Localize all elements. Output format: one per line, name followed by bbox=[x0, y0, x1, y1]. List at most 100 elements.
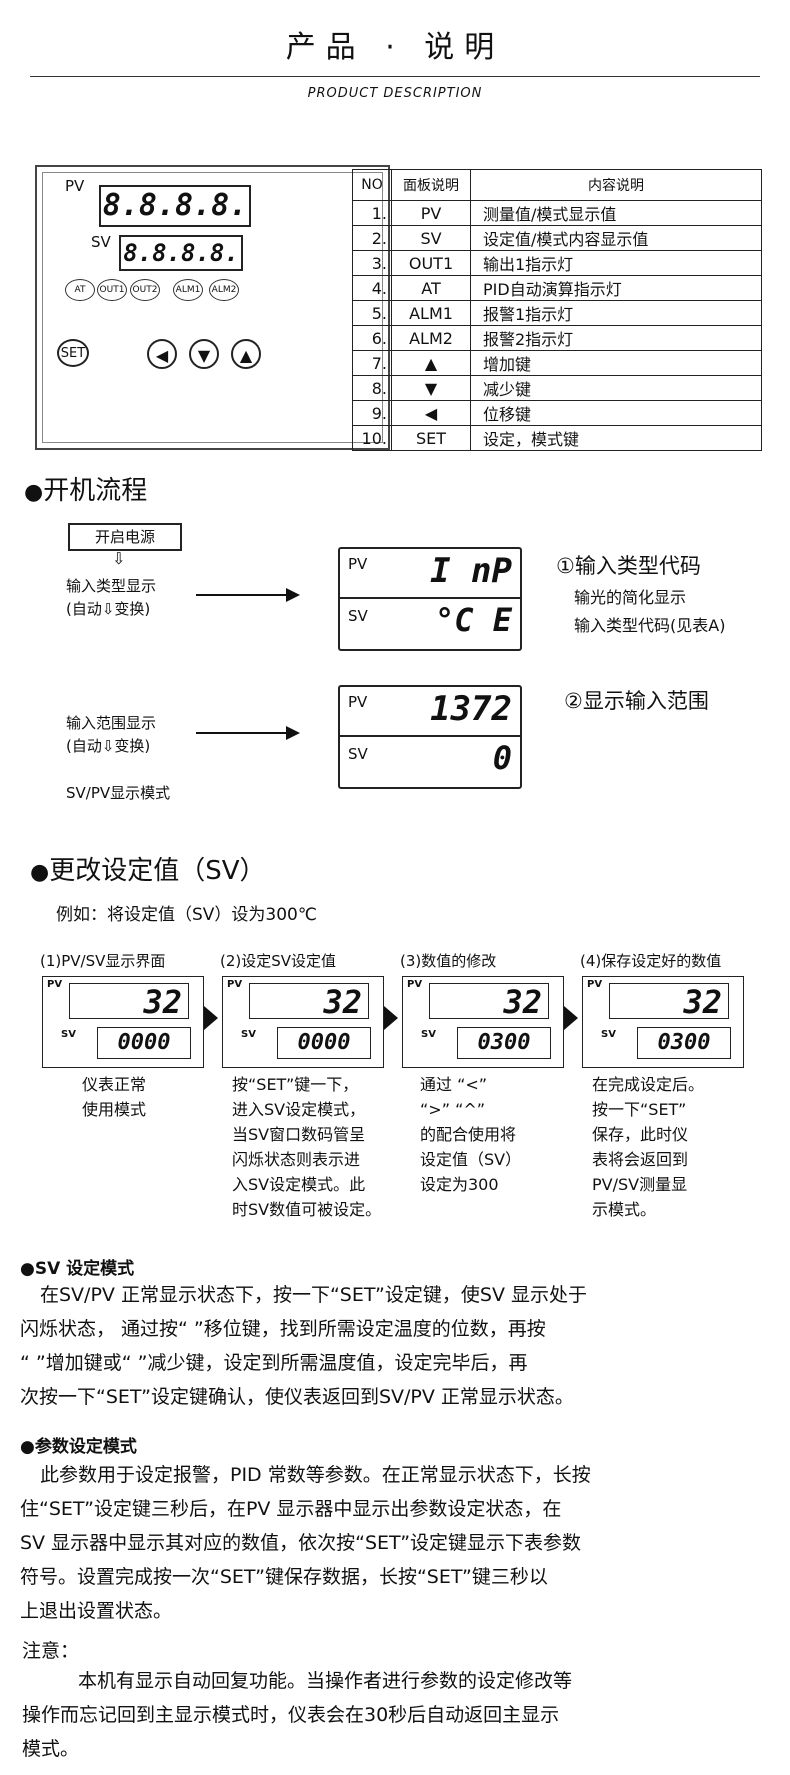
table-header-desc: 内容说明 bbox=[470, 169, 762, 201]
table-cell-no: 8. bbox=[352, 375, 392, 401]
table-cell-no: 3. bbox=[352, 250, 392, 276]
left-arrow-icon: ◀ bbox=[155, 346, 169, 365]
pv-value: 32 bbox=[609, 983, 729, 1020]
power-on-box: 开启电源 bbox=[68, 523, 182, 551]
sv-label: SV bbox=[601, 1029, 616, 1040]
table-cell-desc: 报警2指示灯 bbox=[470, 325, 762, 351]
arrow-line bbox=[196, 732, 288, 734]
sv-label: SV bbox=[421, 1029, 436, 1040]
table-cell-panel: ALM1 bbox=[391, 300, 471, 326]
step-description-line: 保存，此时仪 bbox=[592, 1125, 689, 1144]
step-description-line: 的配合使用将 bbox=[420, 1125, 517, 1144]
sv-label: SV bbox=[91, 233, 111, 251]
set-button[interactable]: SET bbox=[57, 339, 89, 367]
table-cell-no: 4. bbox=[352, 275, 392, 301]
table-cell-no: 2. bbox=[352, 225, 392, 251]
down-button[interactable]: ▼ bbox=[189, 339, 219, 369]
led-out1: OUT1 bbox=[97, 279, 127, 301]
controller-panel: PV 8.8.8.8. SV 8.8.8.8. AT OUT1 OUT2 ALM… bbox=[35, 165, 390, 450]
step-description-line: 时SV数值可被设定。 bbox=[232, 1200, 382, 1219]
change-sv-example: 例如：将设定值（SV）设为300℃ bbox=[56, 905, 317, 925]
pv-value: 32 bbox=[69, 983, 189, 1020]
step-description-line: PV/SV测量显 bbox=[592, 1175, 688, 1194]
right-arrow-icon bbox=[286, 726, 300, 740]
startup-display-1: PV I nP SV °C E bbox=[338, 547, 522, 651]
step-description-line: 通过 “<” bbox=[420, 1075, 488, 1094]
sv-mode-heading: ●SV 设定模式 bbox=[20, 1259, 135, 1279]
param-mode-heading: ●参数设定模式 bbox=[20, 1437, 137, 1457]
table-cell-panel: PV bbox=[391, 200, 471, 226]
table-cell-desc: 设定值/模式内容显示值 bbox=[470, 225, 762, 251]
table-cell-desc: 报警1指示灯 bbox=[470, 300, 762, 326]
sv-mode-line: 闪烁状态， 通过按“ ”移位键，找到所需设定温度的位数，再按 bbox=[20, 1318, 546, 1340]
startup-heading: ●开机流程 bbox=[24, 476, 148, 506]
pv-label: PV bbox=[407, 979, 423, 990]
sv-display: 8.8.8.8. bbox=[119, 235, 243, 271]
pv-display: 8.8.8.8. bbox=[99, 185, 251, 227]
sv-pv-mode-label: SV/PV显示模式 bbox=[66, 784, 171, 802]
param-mode-line: 上退出设置状态。 bbox=[20, 1600, 173, 1622]
led-out2: OUT2 bbox=[130, 279, 160, 301]
step-title: (4)保存设定好的数值 bbox=[580, 952, 722, 970]
table-header-no: NO bbox=[352, 169, 392, 201]
table-row: 8.▼减少键 bbox=[352, 375, 762, 401]
notice-line: 本机有显示自动回复功能。当操作者进行参数的设定修改等 bbox=[78, 1670, 573, 1692]
table-cell-desc: 增加键 bbox=[470, 350, 762, 376]
step-description-line: 按“SET”键一下， bbox=[232, 1075, 359, 1094]
pv-label: PV bbox=[65, 177, 85, 195]
note2-title: ②显示输入范围 bbox=[564, 689, 709, 713]
step-description-line: 闪烁状态则表示进 bbox=[232, 1150, 361, 1169]
note1-line2: 输入类型代码(见表A) bbox=[574, 616, 726, 635]
table-cell-panel: ALM2 bbox=[391, 325, 471, 351]
note1-title: ①输入类型代码 bbox=[556, 554, 701, 578]
sv-mode-body: 在SV/PV 正常显示状态下，按一下“SET”设定键，使SV 显示处于 闪烁状态… bbox=[20, 1278, 780, 1414]
startup-step1-line2: (自动⇩变换) bbox=[66, 600, 151, 618]
table-cell-no: 10. bbox=[352, 425, 392, 451]
step-description-line: “>” “^” bbox=[420, 1100, 486, 1119]
step-description-line: 设定值（SV） bbox=[420, 1150, 522, 1169]
down-arrow-icon: ▼ bbox=[197, 346, 211, 365]
right-arrow-icon bbox=[384, 1006, 398, 1030]
table-cell-panel: ◀ bbox=[391, 400, 471, 426]
table-cell-panel: AT bbox=[391, 275, 471, 301]
step-title: (2)设定SV设定值 bbox=[220, 952, 337, 970]
pv-value: 32 bbox=[429, 983, 549, 1020]
sv-label: SV bbox=[61, 1029, 76, 1040]
startup-display-2: PV 1372 SV 0 bbox=[338, 685, 522, 789]
sv-mode-line: “ ”增加键或“ ”减少键，设定到所需温度值，设定完毕后，再 bbox=[20, 1352, 528, 1374]
step-description-line: 设定为300 bbox=[420, 1175, 499, 1194]
sv-value: 0000 bbox=[277, 1027, 371, 1059]
table-cell-no: 1. bbox=[352, 200, 392, 226]
startup-step2-line2: (自动⇩变换) bbox=[66, 737, 151, 755]
table-cell-panel: SV bbox=[391, 225, 471, 251]
table-header-panel: 面板说明 bbox=[391, 169, 471, 201]
right-arrow-icon bbox=[286, 588, 300, 602]
startup-step2-line1: 输入范围显示 bbox=[66, 714, 157, 732]
shift-button[interactable]: ◀ bbox=[147, 339, 177, 369]
table-cell-desc: 输出1指示灯 bbox=[470, 250, 762, 276]
step-description-line: 示模式。 bbox=[592, 1200, 657, 1219]
arrow-line bbox=[196, 594, 288, 596]
header-divider bbox=[30, 76, 760, 77]
startup-step1-line1: 输入类型显示 bbox=[66, 577, 157, 595]
step-description: 按“SET”键一下，进入SV设定模式，当SV窗口数码管呈闪烁状态则表示进入SV设… bbox=[232, 1072, 381, 1222]
table-cell-desc: 测量值/模式显示值 bbox=[470, 200, 762, 226]
sv-value: 0300 bbox=[637, 1027, 731, 1059]
page-title: 产品 · 说明 bbox=[285, 30, 505, 65]
pv-label: PV bbox=[587, 979, 603, 990]
sv-mode-line: 次按一下“SET”设定键确认，使仪表返回到SV/PV 正常显示状态。 bbox=[20, 1386, 574, 1408]
note1-line1: 输光的简化显示 bbox=[574, 588, 687, 607]
step-description-line: 按一下“SET” bbox=[592, 1100, 687, 1119]
table-cell-panel: ▼ bbox=[391, 375, 471, 401]
up-button[interactable]: ▲ bbox=[231, 339, 261, 369]
down-arrow-icon: ⇩ bbox=[112, 549, 126, 568]
notice-line: 操作而忘记回到主显示模式时，仪表会在30秒后自动返回主显示 bbox=[22, 1704, 560, 1726]
